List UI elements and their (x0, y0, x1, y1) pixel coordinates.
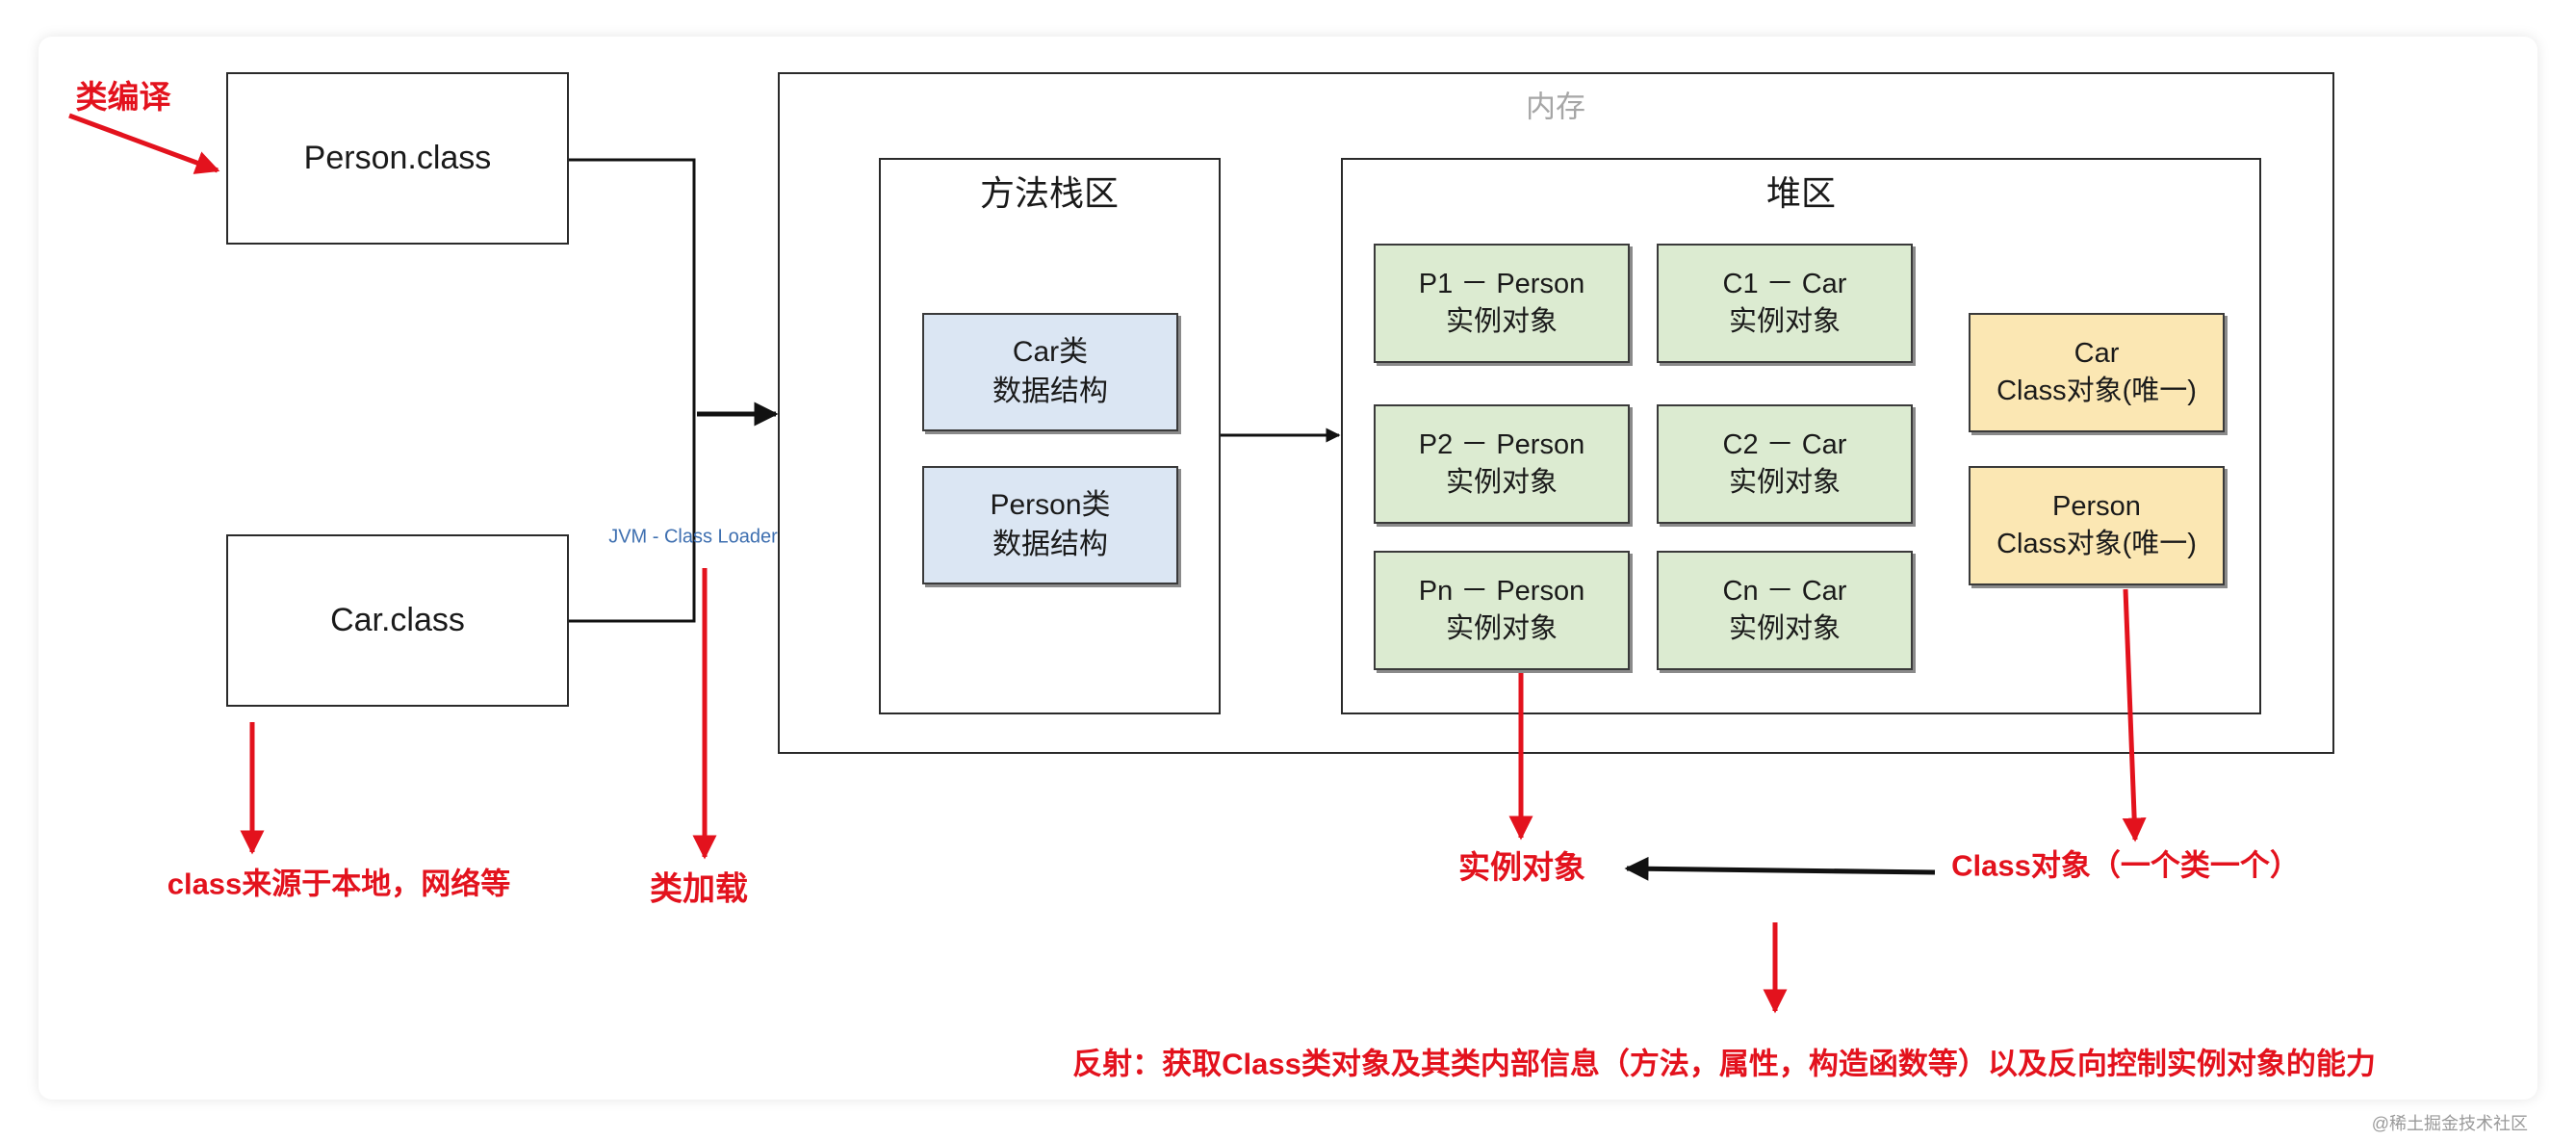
box-line: Person类 (990, 489, 1111, 521)
box-line: 实例对象 (1728, 467, 1841, 498)
box-line: Car (2074, 337, 2120, 369)
box-line: P1 － Person (1418, 268, 1585, 299)
box-line: 实例对象 (1445, 306, 1558, 337)
box-line: 数据结构 (992, 528, 1108, 560)
box-line: C1 － Car (1722, 268, 1847, 299)
reflection-annotation: 反射：获取Class类对象及其类内部信息（方法，属性，构造函数等）以及反向控制实… (1072, 1047, 2376, 1081)
box-line: 实例对象 (1728, 306, 1841, 337)
car-class-connector (569, 414, 696, 623)
box-line: Person (2052, 490, 2141, 522)
watermark: @稀土掘金技术社区 (2371, 1114, 2528, 1133)
person-class-object: Person Class对象(唯一) (1969, 466, 2225, 585)
instance-pn-person: Pn － Person 实例对象 (1374, 551, 1630, 670)
compile-arrow (68, 113, 220, 174)
memory-title: 内存 (1526, 90, 1585, 124)
person-class-file: Person.class (226, 72, 569, 245)
box-line: Cn － Car (1722, 575, 1847, 607)
box-line: Car类 (1012, 336, 1089, 368)
class-objects-to-instances-arrow (1624, 856, 1936, 881)
instance-p2-person: P2 － Person 实例对象 (1374, 404, 1630, 524)
person-class-data-structure: Person类 数据结构 (922, 466, 1178, 584)
box-line: 实例对象 (1445, 613, 1558, 644)
box-line: 实例对象 (1445, 467, 1558, 498)
person-class-file-label: Person.class (303, 139, 492, 176)
box-line: Class对象(唯一) (1996, 529, 2197, 559)
instance-c2-car: C2 － Car 实例对象 (1657, 404, 1913, 524)
load-annotation: 类加载 (650, 870, 748, 908)
compile-annotation: 类编译 (75, 79, 171, 115)
method-area-region (879, 158, 1221, 714)
car-class-file-label: Car.class (330, 601, 465, 638)
heap-title: 堆区 (1765, 173, 1837, 213)
method-area-title: 方法栈区 (979, 173, 1120, 213)
box-line: Pn － Person (1418, 575, 1585, 607)
car-class-file: Car.class (226, 534, 569, 707)
instance-objects-annotation: 实例对象 (1458, 849, 1585, 885)
box-line: 数据结构 (992, 375, 1108, 407)
instance-cn-car: Cn － Car 实例对象 (1657, 551, 1913, 670)
box-line: 实例对象 (1728, 613, 1841, 644)
person-class-connector (569, 158, 696, 414)
instance-c1-car: C1 － Car 实例对象 (1657, 244, 1913, 363)
box-line: Class对象(唯一) (1996, 376, 2197, 406)
box-line: C2 － Car (1722, 428, 1847, 460)
source-annotation: class来源于本地，网络等 (167, 867, 511, 901)
car-class-object: Car Class对象(唯一) (1969, 313, 2225, 432)
box-line: P2 － Person (1418, 428, 1585, 460)
class-object-arrow (2122, 588, 2147, 842)
class-objects-annotation: Class对象（一个类一个） (1951, 848, 2300, 883)
instance-p1-person: P1 － Person 实例对象 (1374, 244, 1630, 363)
class-loader-label: JVM - Class Loader (608, 526, 778, 548)
car-class-data-structure: Car类 数据结构 (922, 313, 1178, 431)
